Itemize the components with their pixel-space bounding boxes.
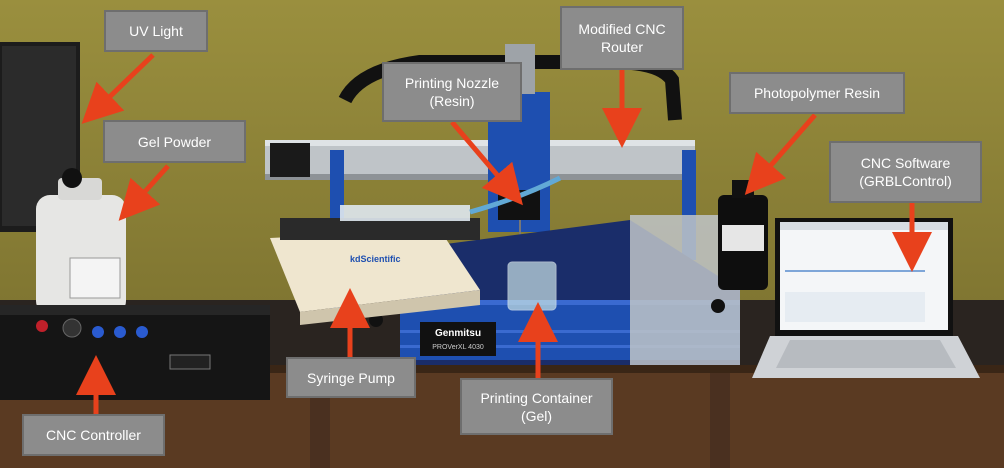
label-uv-light: UV Light <box>104 10 208 52</box>
cnc-controller-box <box>0 305 270 400</box>
gel-powder-bottle <box>36 168 126 315</box>
label-cnc-software: CNC Software (GRBLControl) <box>829 141 982 203</box>
label-cnc-controller: CNC Controller <box>22 414 165 456</box>
arrow-photopolymer-resin <box>744 113 817 196</box>
label-printing-container: Printing Container (Gel) <box>460 378 613 435</box>
syringe-pump: kdScientific <box>270 175 562 325</box>
arrow-gel-powder <box>118 164 170 221</box>
photopolymer-resin-bottle <box>718 180 768 290</box>
cnc-router: Genmitsu PROVerXL 4030 <box>265 44 740 365</box>
label-gel-powder: Gel Powder <box>103 120 246 163</box>
label-printing-nozzle: Printing Nozzle (Resin) <box>382 62 522 122</box>
annotation-arrows <box>76 53 932 414</box>
router-model-text: PROVerXL 4030 <box>432 344 484 351</box>
label-syringe-pump: Syringe Pump <box>286 357 416 398</box>
laptop <box>752 218 980 378</box>
arrow-printing-nozzle <box>450 120 523 206</box>
label-modified-cnc-router: Modified CNC Router <box>560 6 684 70</box>
printing-container <box>507 261 557 311</box>
pump-brand-text: kdScientific <box>350 254 401 264</box>
router-brand-text: Genmitsu <box>435 328 481 339</box>
uv-light <box>0 42 80 232</box>
label-photopolymer-resin: Photopolymer Resin <box>729 72 905 114</box>
arrow-uv-light <box>81 53 155 124</box>
